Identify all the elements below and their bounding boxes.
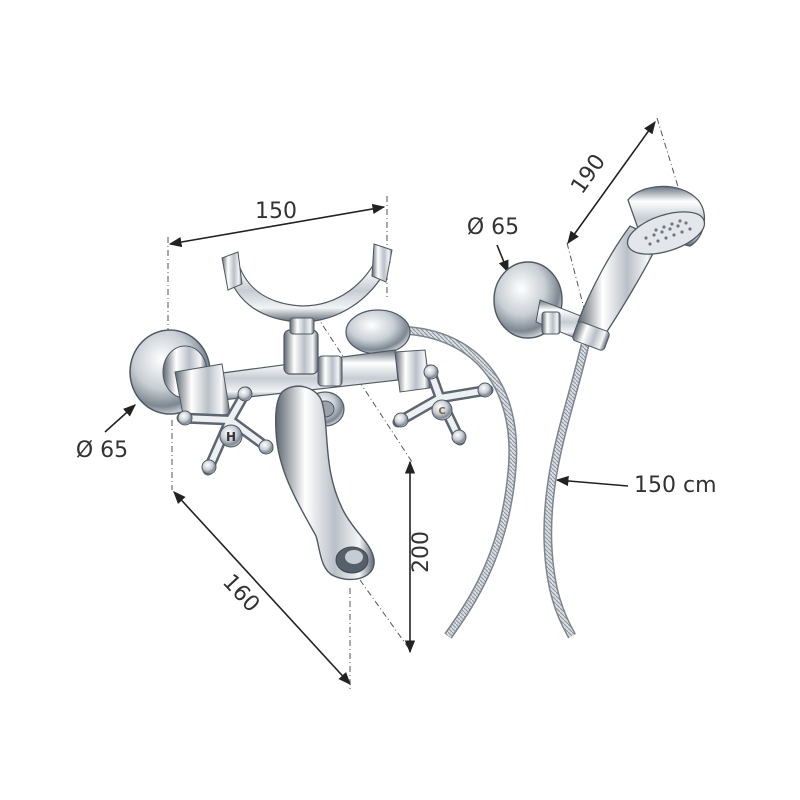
shower-cradle xyxy=(221,243,393,335)
hot-cap-icon: H xyxy=(226,430,236,444)
shower-face-nozzles xyxy=(644,219,692,246)
left-flange-leader xyxy=(104,404,136,433)
holder-diameter-label: Ø 65 xyxy=(467,215,519,240)
hot-cross-handle: H xyxy=(176,386,274,476)
projection-label: 160 xyxy=(217,570,264,618)
shower-hose xyxy=(394,325,590,639)
dimension-labels: 150 Ø 65 160 200 Ø 65 190 150 cm xyxy=(76,150,717,618)
shower-length-arrow xyxy=(567,120,656,245)
holder-leader xyxy=(496,244,509,274)
width-label: 150 xyxy=(255,199,297,224)
spout xyxy=(274,385,375,581)
right-wall-flange xyxy=(345,309,411,355)
hand-shower xyxy=(572,185,706,351)
width-arrow xyxy=(168,203,386,248)
shower-holder xyxy=(493,261,587,341)
hose-leader xyxy=(555,475,629,487)
hose-length-label: 150 cm xyxy=(634,473,717,498)
bath-mixer: H C xyxy=(129,243,494,581)
cold-cross-handle: C xyxy=(392,364,494,446)
height-label: 200 xyxy=(409,531,434,573)
left-flange-diameter-label: Ø 65 xyxy=(76,438,128,463)
projection-arrow xyxy=(173,491,351,685)
cold-cap-icon: C xyxy=(438,406,445,417)
dimension-arrows xyxy=(104,120,656,685)
